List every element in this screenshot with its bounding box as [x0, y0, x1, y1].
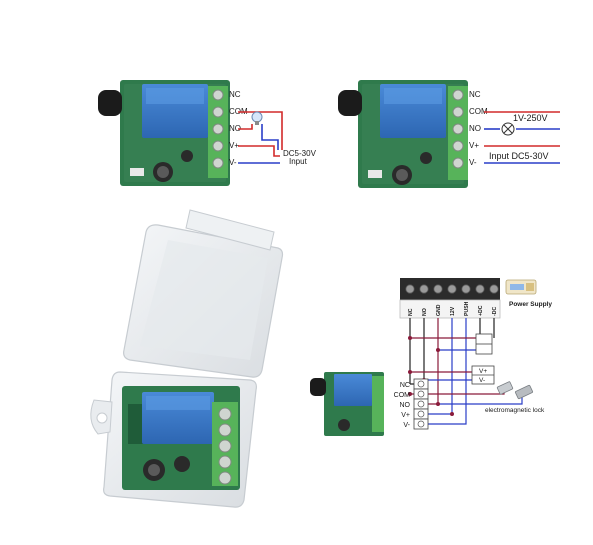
input-label: Input	[289, 157, 308, 166]
terminal-block	[372, 376, 384, 432]
antenna-icon	[98, 90, 122, 116]
terminal-label-v-minus: V-	[229, 158, 237, 167]
capacitor	[338, 419, 350, 431]
electromagnetic-lock-label: electromagnetic lock	[485, 407, 545, 414]
panel-wiring-access-control: NC NO GND 12V PUSH +DC -DC Power Supply	[310, 278, 552, 436]
terminal-label-v-plus: V+	[229, 141, 239, 150]
light-bulb-icon	[251, 111, 263, 125]
antenna-icon	[338, 90, 362, 116]
controller-terminal-no: NO	[422, 308, 428, 316]
panel-wiring-dc-load: NC COM NO V+ V- DC5-30V Input	[98, 80, 317, 186]
module-terminal-no: NO	[400, 402, 411, 409]
wires	[238, 111, 283, 164]
supply-terminal-vplus: V+	[479, 368, 487, 375]
controller-terminal-push: PUSH	[464, 301, 470, 316]
power-supply-icon	[505, 279, 537, 295]
controller-terminal-minus-dc: -DC	[492, 307, 498, 316]
case-clip	[185, 209, 275, 251]
relay-module-board	[122, 386, 240, 490]
relay-module-board	[98, 80, 230, 186]
controller-terminal-gnd: GND	[436, 304, 442, 316]
module-terminal-vplus: V+	[401, 412, 410, 419]
terminal-label-v-plus: V+	[469, 141, 479, 150]
panel-wiring-ac-load: NC COM NO V+ V- 1V-250V Input DC5-30V	[338, 80, 560, 188]
module-terminal-nc: NC	[400, 382, 410, 389]
antenna-icon	[310, 378, 326, 396]
input-voltage-label: Input DC5-30V	[489, 151, 549, 161]
load-voltage-label: 1V-250V	[513, 113, 548, 123]
supply-terminal-vminus: V-	[479, 377, 485, 384]
terminal-label-no: NO	[469, 124, 481, 133]
terminal-label-no: NO	[229, 124, 241, 133]
terminal-label-com: COM	[469, 107, 488, 116]
power-supply-label: Power Supply	[509, 301, 552, 308]
lamp-icon	[501, 122, 515, 136]
wires	[484, 111, 560, 164]
module-terminal-vminus: V-	[403, 422, 410, 429]
terminal-label-nc: NC	[469, 90, 481, 99]
controller-terminal-plus-dc: +DC	[478, 305, 484, 316]
electromagnetic-lock-icon	[496, 381, 534, 400]
input-voltage-label: DC5-30V	[283, 149, 317, 158]
terminal-label-nc: NC	[229, 90, 241, 99]
relay-component	[334, 374, 372, 406]
relay-module-board	[310, 372, 384, 436]
product-photo-case	[90, 209, 284, 508]
controller-terminal-nc: NC	[408, 308, 414, 316]
relay-module-board	[338, 80, 468, 188]
module-terminal-com: COM	[394, 392, 411, 399]
terminal-label-v-minus: V-	[469, 158, 477, 167]
controller-terminal-12v: 12V	[450, 306, 456, 316]
module-terminal-column	[413, 378, 429, 430]
